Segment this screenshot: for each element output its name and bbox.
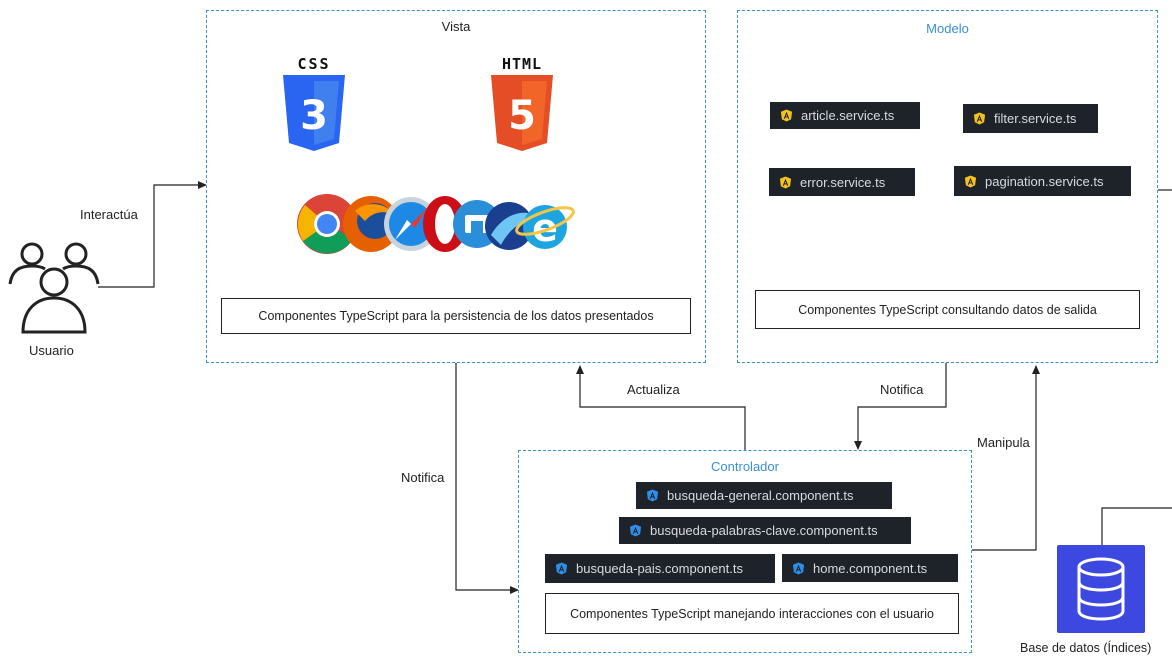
html5-icon: HTML 5 (487, 55, 557, 153)
users-icon (8, 242, 100, 334)
angular-service-icon (964, 174, 977, 188)
edge-controlador-to-modelo (972, 365, 1040, 551)
modelo-container: Modelo article.service.ts filter.service… (737, 10, 1158, 363)
user-label: Usuario (29, 343, 74, 358)
browsers-icon: e (297, 194, 575, 254)
angular-service-icon (779, 175, 792, 189)
file-filter-service: filter.service.ts (963, 104, 1098, 133)
edge-label-notifica-left: Notifica (401, 470, 445, 485)
edge-controlador-to-vista (576, 365, 746, 450)
angular-component-icon (629, 524, 642, 537)
database-icon (1057, 545, 1145, 633)
file-busqueda-palabras-clave-component: busqueda-palabras-clave.component.ts (619, 517, 911, 544)
svg-text:5: 5 (508, 93, 536, 139)
svg-text:3: 3 (300, 93, 328, 139)
edge-label-actualiza: Actualiza (627, 382, 680, 397)
controlador-description: Componentes TypeScript manejando interac… (545, 593, 959, 634)
file-article-service: article.service.ts (770, 102, 920, 129)
edge-db-link (1101, 507, 1172, 545)
file-home-component: home.component.ts (782, 554, 958, 582)
controlador-container: Controlador busqueda-general.component.t… (518, 450, 972, 653)
vista-title: Vista (441, 19, 471, 34)
angular-service-icon (973, 112, 986, 125)
file-busqueda-general-component: busqueda-general.component.ts (636, 482, 892, 509)
controlador-title: Controlador (711, 459, 779, 474)
css3-icon: CSS 3 (279, 55, 349, 153)
edge-modelo-to-controlador (854, 363, 947, 450)
vista-container: Vista CSS 3 HTML 5 (206, 10, 706, 363)
edge-label-manipula: Manipula (977, 435, 1030, 450)
file-busqueda-pais-component: busqueda-pais.component.ts (545, 554, 775, 583)
file-pagination-service: pagination.service.ts (954, 166, 1131, 196)
angular-component-icon (792, 561, 805, 575)
edge-label-notifica-right: Notifica (880, 382, 924, 397)
angular-component-icon (646, 489, 659, 502)
angular-service-icon (780, 109, 793, 122)
modelo-description: Componentes TypeScript consultando datos… (755, 290, 1140, 329)
edge-label-interactua: Interactúa (80, 207, 138, 222)
edge-user-to-vista (98, 181, 207, 288)
database-label: Base de datos (Índices) (1020, 641, 1152, 655)
angular-component-icon (555, 562, 568, 575)
vista-description: Componentes TypeScript para la persisten… (221, 298, 691, 334)
edge-vista-to-controlador (455, 363, 519, 594)
file-error-service: error.service.ts (769, 168, 915, 196)
modelo-title: Modelo (926, 21, 969, 36)
